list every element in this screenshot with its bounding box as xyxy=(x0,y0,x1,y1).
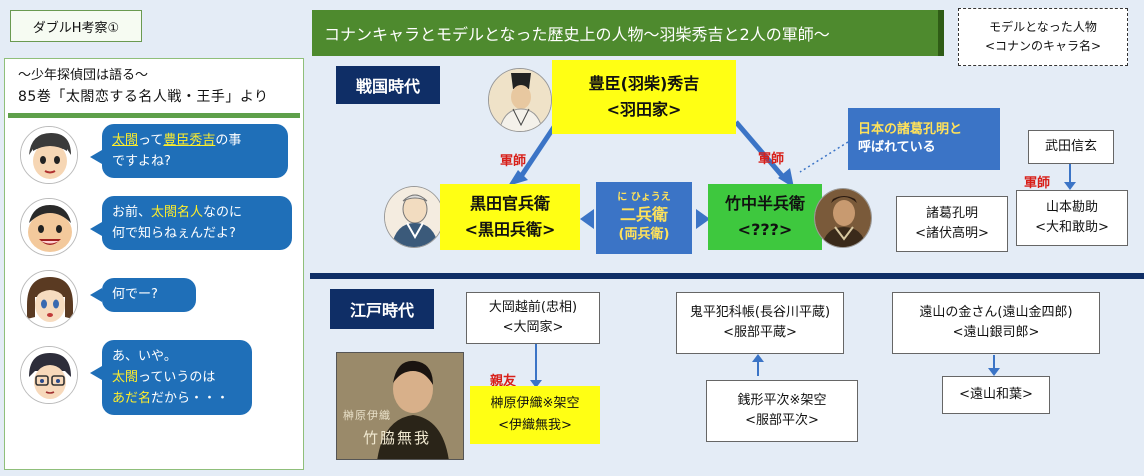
era-edo: 江戸時代 xyxy=(330,289,434,329)
nihyoue-ruby: に ひょうえ xyxy=(617,192,671,203)
kuroda-name: 黒田官兵衛 xyxy=(469,194,550,213)
sakakibara-box: 榊原伊織※架空 <伊織無我> xyxy=(470,386,600,444)
yamamoto-chara: <大和敢助> xyxy=(1035,220,1109,235)
hideyoshi-chara: <羽田家> xyxy=(606,100,682,119)
speech-bubble-1: 太閤って豊臣秀吉の事 ですよね? xyxy=(102,124,288,178)
genta-avatar xyxy=(20,198,78,256)
zhuge-note-line2: 呼ばれている xyxy=(858,140,936,155)
mitsuhiko-avatar xyxy=(20,126,78,184)
zhuge-box: 諸葛孔明 <諸伏高明> xyxy=(896,196,1008,252)
zhuge-chara: <諸伏高明> xyxy=(915,226,989,241)
era-divider xyxy=(310,273,1144,279)
takenaka-chara: <???> xyxy=(737,220,793,239)
legend-line-2: <コナンのキャラ名> xyxy=(984,39,1102,53)
actor-photo: 榊原伊織 竹脇無我 xyxy=(336,352,464,460)
double-arrow xyxy=(580,209,710,229)
zhuge-name: 諸葛孔明 xyxy=(925,206,978,221)
gunshi-label-yamamoto: 軍師 xyxy=(1024,176,1051,191)
zhuge-note: 日本の諸葛孔明と 呼ばれている xyxy=(848,108,1000,170)
zenigata-box: 銭形平次※架空 <服部平次> xyxy=(706,380,858,442)
ooka-box: 大岡越前(忠相) <大岡家> xyxy=(466,292,600,344)
hideyoshi-box: 豊臣(羽柴)秀吉 <羽田家> xyxy=(552,60,736,134)
zenigata-name: 銭形平次※架空 xyxy=(737,393,827,408)
bubble-tail xyxy=(90,222,102,236)
speech-bubble-3: 何でー? xyxy=(102,278,196,312)
sakakibara-name: 榊原伊織※架空 xyxy=(490,396,580,411)
toyama-box: 遠山の金さん(遠山金四郎) <遠山銀司郎> xyxy=(892,292,1100,354)
onihei-box: 鬼平犯科帳(長谷川平蔵) <服部平蔵> xyxy=(676,292,844,354)
zhuge-note-line1: 日本の諸葛孔明と xyxy=(858,122,963,137)
kuroda-portrait xyxy=(384,186,444,248)
panel-divider xyxy=(8,113,300,118)
legend-box: モデルとなった人物 <コナンのキャラ名> xyxy=(958,8,1128,66)
toyama-name: 遠山の金さん(遠山金四郎) xyxy=(919,305,1073,320)
toyama-chara: <遠山銀司郎> xyxy=(952,325,1040,340)
nihyoue-box: に ひょうえ 二兵衛 (両兵衛) xyxy=(596,182,692,254)
kuroda-box: 黒田官兵衛 <黒田兵衛> xyxy=(440,184,580,250)
photo-caption-2: 竹脇無我 xyxy=(363,429,432,447)
ayumi-avatar xyxy=(20,270,78,328)
sakakibara-chara: <伊織無我> xyxy=(498,418,572,433)
panel-subtitle: 〜少年探偵団は語る〜 xyxy=(18,68,149,83)
kazuha-box: <遠山和葉> xyxy=(942,376,1050,414)
kuroda-chara: <黒田兵衛> xyxy=(464,220,556,239)
takenaka-name: 竹中半兵衛 xyxy=(724,194,805,213)
bubble-tail xyxy=(90,366,102,380)
series-tag: ダブルH考察① xyxy=(10,10,142,42)
ooka-chara: <大岡家> xyxy=(502,320,564,335)
nihyoue-name: 二兵衛 xyxy=(619,205,668,224)
onihei-chara: <服部平蔵> xyxy=(723,325,797,340)
legend-line-1: モデルとなった人物 xyxy=(989,20,1097,34)
onihei-name: 鬼平犯科帳(長谷川平蔵) xyxy=(689,305,831,320)
panel-source: 85巻「太閤恋する名人戦・王手」より xyxy=(18,89,269,105)
hideyoshi-name: 豊臣(羽柴)秀吉 xyxy=(588,74,700,93)
bubble-tail xyxy=(90,288,102,302)
speech-bubble-2: お前、太閤名人なのに 何で知らねぇんだよ? xyxy=(102,196,292,250)
shinyu-label: 親友 xyxy=(490,374,517,389)
zenigata-chara: <服部平次> xyxy=(745,413,819,428)
gunshi-label-kuroda: 軍師 xyxy=(500,154,527,169)
diagram-title: コナンキャラとモデルとなった歴史上の人物〜羽柴秀吉と2人の軍師〜 xyxy=(312,10,944,56)
speech-bubble-4: あ、いや。 太閤っていうのは あだ名だから・・・ xyxy=(102,340,252,415)
takenaka-box: 竹中半兵衛 <???> xyxy=(708,184,822,250)
ooka-name: 大岡越前(忠相) xyxy=(488,300,578,315)
conan-avatar xyxy=(20,346,78,404)
photo-caption-1: 榊原伊織 xyxy=(343,409,391,422)
takeda-box: 武田信玄 xyxy=(1028,130,1114,164)
nihyoue-sub: (両兵衛) xyxy=(618,227,670,242)
era-sengoku: 戦国時代 xyxy=(336,66,440,104)
yamamoto-box: 山本勘助 <大和敢助> xyxy=(1016,190,1128,246)
hideyoshi-portrait xyxy=(488,68,552,132)
bubble-tail xyxy=(90,150,102,164)
yamamoto-name: 山本勘助 xyxy=(1045,200,1098,215)
takenaka-portrait xyxy=(814,188,872,248)
gunshi-label-takenaka: 軍師 xyxy=(758,152,785,167)
